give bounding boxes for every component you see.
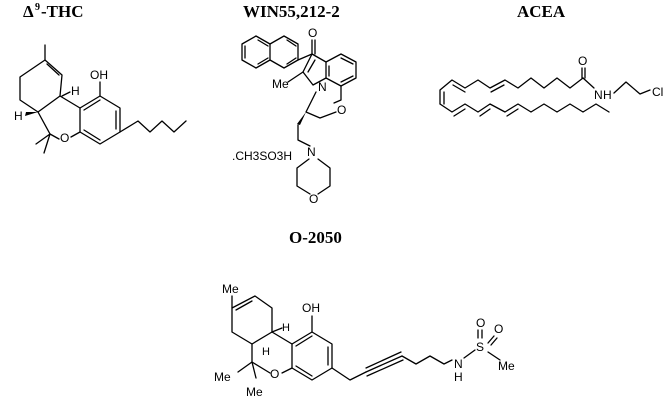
win-oxazine-right <box>333 85 342 104</box>
o2050-nitrogen: N <box>454 357 463 371</box>
acea-structure: ACEA O N H Cl <box>439 2 663 117</box>
win-naph-right <box>269 35 299 69</box>
o2050-sulfonyl-oxygen-1: O <box>476 316 485 330</box>
o2050-methyl-top: Me <box>222 282 239 296</box>
thc-title-prefix: Δ <box>23 2 34 21</box>
acea-title: ACEA <box>517 2 566 21</box>
win-benzo <box>325 53 357 87</box>
win-methyl: Me <box>272 77 289 91</box>
acea-chlorine: Cl <box>652 85 663 99</box>
o2050-sulfonyl-methyl: Me <box>498 359 515 373</box>
win-naph-left <box>241 35 271 69</box>
win-oxazine-bottom <box>305 91 337 119</box>
o2050-h-upper-bond <box>271 327 283 333</box>
o2050-title: O-2050 <box>289 228 342 247</box>
thc-h-upper: H <box>71 84 80 98</box>
thc-ring-oxygen: O <box>60 131 69 145</box>
acea-chloroethyl <box>613 81 651 95</box>
win-benzo-inner <box>328 57 354 83</box>
thc-hydroxyl: OH <box>90 68 108 82</box>
o2050-methyl-2: Me <box>246 385 263 399</box>
win-wedge <box>297 112 306 125</box>
acea-n-hydrogen: H <box>603 88 612 102</box>
o2050-gem-dimethyl <box>237 361 257 379</box>
thc-ring-b <box>59 95 81 138</box>
o2050-ring-oxygen: O <box>270 367 279 381</box>
win-ch2-bond <box>297 124 311 147</box>
win-morpholine-oxygen: O <box>309 192 318 206</box>
thc-title-sup: 9 <box>35 2 40 13</box>
o2050-aromatic-inner <box>295 335 329 377</box>
o2050-ring-a-double <box>235 300 253 311</box>
o2050-ring-a <box>231 295 273 345</box>
o2050-triple-bond <box>365 351 404 377</box>
o2050-n-hydrogen: H <box>454 370 463 384</box>
o2050-hydroxyl: OH <box>302 301 320 315</box>
acea-nitrogen: N <box>594 88 603 102</box>
acea-carbonyl <box>581 67 586 79</box>
thc-h-lower: H <box>14 109 23 123</box>
o2050-sulfonyl-oxygen-2: O <box>494 322 503 336</box>
win-pyrrole-double <box>307 59 316 73</box>
win-ketone-oxygen: O <box>308 26 317 40</box>
win-title: WIN55,212-2 <box>243 2 340 21</box>
win-oxazine-oxygen: O <box>337 103 346 117</box>
thc-structure: Δ 9 -THC H H O OH <box>14 2 187 154</box>
win-pyrrole <box>302 53 327 86</box>
o2050-so-bond-1 <box>477 329 483 339</box>
o2050-h-lower: H <box>262 346 270 358</box>
o2050-structure: O-2050 Me H H O Me Me OH N H S O <box>214 228 515 399</box>
o2050-ns-bond <box>463 349 476 359</box>
thc-gem-dimethyl <box>35 133 51 154</box>
o2050-h-upper: H <box>282 322 290 334</box>
thc-aromatic-inner <box>83 99 117 141</box>
acea-chain-upper <box>439 77 584 105</box>
o2050-methyl-1: Me <box>214 370 231 384</box>
acea-chain-lower <box>439 103 610 113</box>
thc-h-upper-bond <box>61 91 71 97</box>
thc-h-wedge <box>25 112 38 116</box>
acea-double-bonds-lower <box>453 108 519 117</box>
win-morpholine-ring <box>296 158 331 195</box>
win-morpholine-n: N <box>307 145 316 159</box>
win-ketone <box>297 39 316 61</box>
thc-aromatic-ring <box>79 95 121 145</box>
acea-amide-bond <box>582 77 595 89</box>
o2050-sulfur: S <box>476 340 484 354</box>
win-indole-n: N <box>318 80 327 94</box>
win-mesylate-salt: .CH3SO3H <box>232 149 292 163</box>
acea-oxygen: O <box>578 54 587 68</box>
o2050-aromatic-ring <box>291 331 333 381</box>
thc-ring-a <box>19 59 63 113</box>
o2050-ring-b <box>271 331 293 374</box>
thc-ring-a-double <box>46 63 60 76</box>
thc-pentyl-chain <box>119 120 187 133</box>
o2050-so-bond-2 <box>487 335 498 346</box>
o2050-s-me-bond <box>487 351 501 361</box>
thc-title-suffix: -THC <box>41 2 84 21</box>
o2050-chain-start <box>331 367 367 381</box>
win-methyl-bond <box>287 71 304 83</box>
acea-double-bonds-upper <box>443 84 505 105</box>
o2050-chain-end <box>401 355 453 365</box>
win-structure: WIN55,212-2 O Me N O N O .CH3SO3H <box>232 2 357 206</box>
win-naph-inner <box>244 39 297 65</box>
